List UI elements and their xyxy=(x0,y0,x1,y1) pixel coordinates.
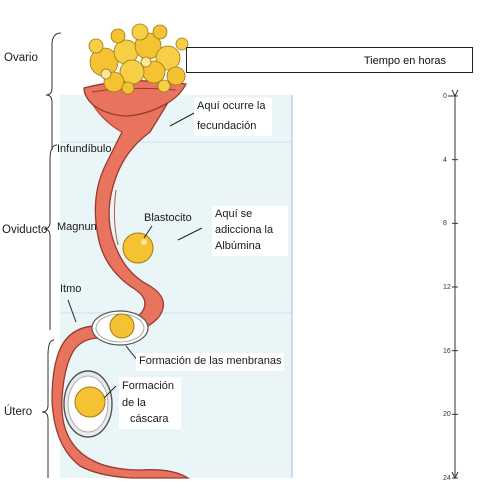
annotation-cascara-line2: de la xyxy=(122,396,146,409)
blastocito-yolk xyxy=(122,232,154,264)
part-label-magnun: Magnun xyxy=(57,221,97,233)
part-label-infundibulo: Infundíbulo xyxy=(57,143,112,155)
annotation-blastocito: Blastocito xyxy=(144,212,192,224)
egg-shell xyxy=(63,370,113,438)
annotation-cascara: Formación de la cáscara xyxy=(119,377,181,429)
timeline-tick-label: 0 xyxy=(443,93,447,100)
timeline-tick-label: 4 xyxy=(443,156,447,164)
timeline-header-box: Tiempo en horas xyxy=(186,47,473,73)
annotation-albumina-line3: Albúmina xyxy=(215,239,261,252)
annotation-albumina-line1: Aquí se xyxy=(215,208,253,220)
timeline-tick-label: 16 xyxy=(443,347,451,355)
ovario-bracket xyxy=(45,32,62,150)
timeline-tick-marks xyxy=(452,95,458,479)
annotation-albumina-line2: adicciona la xyxy=(215,223,274,236)
part-label-itmo: Itmo xyxy=(60,283,82,295)
annotation-fecundacion-line1: Aquí ocurre la xyxy=(197,100,266,112)
timeline-tick-label: 20 xyxy=(443,411,451,419)
region-label-utero: Útero xyxy=(4,406,33,418)
annotation-fecundacion-line2: fecundación xyxy=(197,119,257,132)
egg-membranes xyxy=(91,310,149,346)
annotation-fecundacion: Aquí ocurre la fecundación xyxy=(194,98,272,136)
annotation-albumina: Aquí se adicciona la Albúmina xyxy=(212,206,288,256)
oviducto-bracket xyxy=(43,144,58,330)
annotation-cascara-line3: cáscara xyxy=(130,413,169,425)
timeline-tick-label: 24 xyxy=(443,475,451,482)
annotation-membranas-text: Formación de las menbranas xyxy=(139,355,282,367)
timeline-tick-label: 12 xyxy=(443,284,451,291)
timeline-title: Tiempo en horas xyxy=(363,55,446,67)
panel-gridlines xyxy=(60,141,292,314)
annotation-membranas: Formación de las menbranas xyxy=(136,353,285,371)
utero-bracket xyxy=(41,339,55,478)
timeline-tick-label: 8 xyxy=(443,220,447,228)
blastocito-highlight xyxy=(141,239,147,245)
region-label-oviducto: Oviducto xyxy=(2,224,48,236)
annotation-cascara-line1: Formación xyxy=(122,380,174,392)
region-label-ovario: Ovario xyxy=(4,52,38,64)
ovary-yolk-cluster xyxy=(88,23,189,95)
